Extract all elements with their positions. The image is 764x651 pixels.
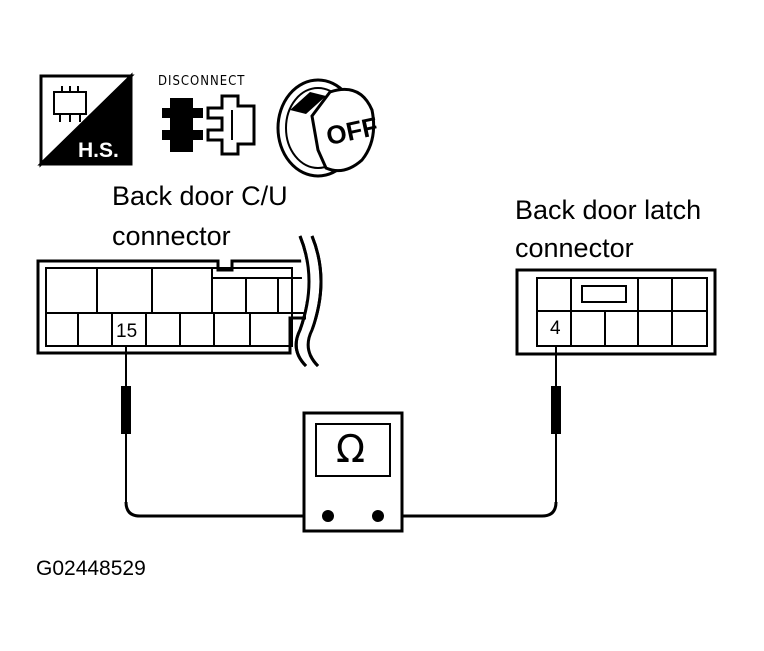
right-connector-pin-label: 4 (549, 318, 562, 339)
left-probe (121, 345, 328, 518)
right-connector-title-line2: connector (515, 233, 634, 263)
left-connector-title-line2: connector (112, 221, 231, 251)
disconnect-icon (162, 94, 256, 156)
meter-terminal-left (322, 510, 334, 522)
left-connector-pin-label: 15 (115, 321, 139, 342)
harness-side-icon (37, 72, 135, 168)
right-connector-title-line1: Back door latch (515, 195, 702, 225)
ohm-symbol: Ω (336, 427, 366, 471)
back-door-cu-connector (36, 235, 323, 368)
meter-terminal-right (372, 510, 384, 522)
hs-label: H.S. (78, 139, 119, 162)
ignition-off-icon (276, 78, 376, 178)
left-connector-title-line1: Back door C/U (112, 181, 288, 211)
back-door-latch-connector (515, 268, 717, 356)
figure-id: G02448529 (36, 557, 146, 580)
ohmmeter (302, 411, 404, 533)
disconnect-label: DISCONNECT (158, 74, 246, 89)
right-probe (378, 345, 561, 518)
